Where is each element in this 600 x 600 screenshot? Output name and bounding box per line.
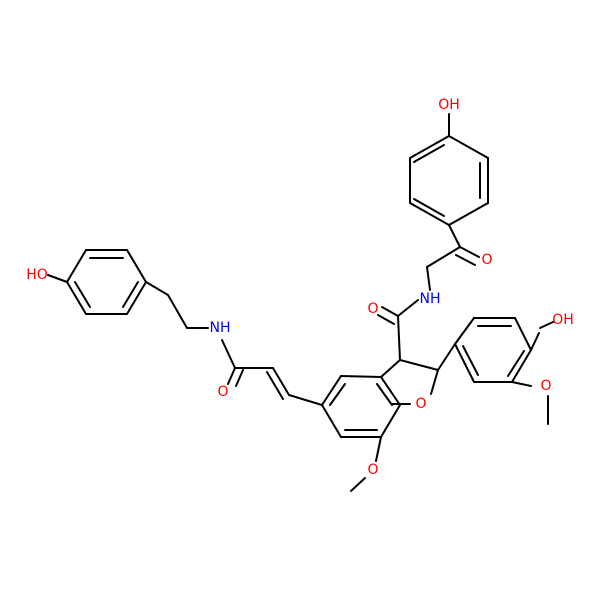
amide-nitrogen-label-right: NH [420,291,441,307]
methoxy-oxygen-label-bottom: O [367,462,378,478]
amide-oxygen-label-right: O [367,301,378,317]
left-ethyl-linker [145,281,209,329]
right-aryl-ring [437,317,554,425]
amide-oxygen-label-left: O [217,384,228,400]
ketone-linker [426,224,480,291]
furan-oxygen-label: O [415,396,426,412]
hydroxyl-label-left: HO [26,267,48,283]
benzofuran-benzene-ring [321,375,401,492]
hydroxyl-label-right: OH [552,312,574,328]
left-phenol-ring [47,249,147,315]
dihydrofuran-ring [380,359,439,405]
hydroxyl-label-top: OH [438,97,460,113]
acrylamide-chain [221,339,323,406]
amide-nitrogen-label-left: NH [210,320,231,336]
right-amide [377,299,419,361]
methoxy-oxygen-label-right: O [540,378,551,394]
top-phenol-ring [409,113,489,226]
ketone-oxygen-label: O [481,252,492,268]
